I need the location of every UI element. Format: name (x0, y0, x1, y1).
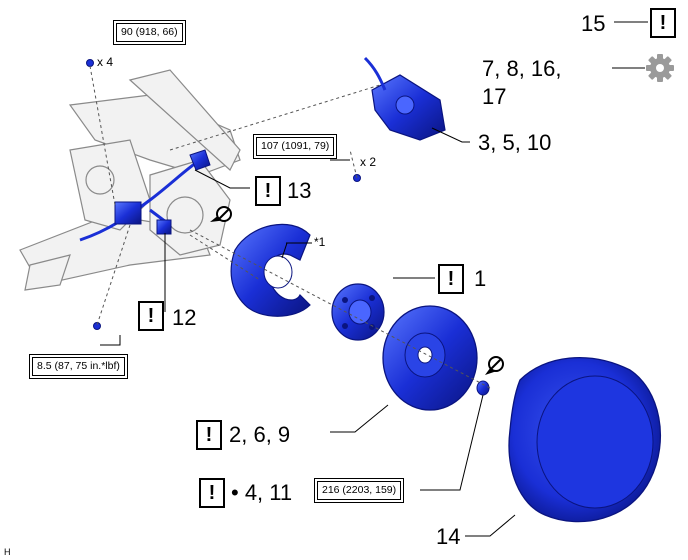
no-reuse-icon (485, 356, 504, 375)
warning-box-icon: ! (199, 478, 225, 508)
warning-box-icon: ! (255, 176, 281, 206)
speed-sensor (156, 219, 172, 235)
gear-icon (646, 54, 674, 82)
torque-spec-216: 216 (2203, 159) (314, 478, 405, 503)
callout-12: 12 (172, 305, 197, 330)
sensor-connector (114, 201, 142, 225)
rear-axle-hub (331, 283, 385, 341)
callout-4-11: • 4, 11 (231, 480, 293, 505)
harness-clamp (189, 149, 211, 171)
torque-spec-90: 90 (918, 66) (113, 20, 186, 45)
quantity-x2: x 2 (360, 155, 377, 169)
disc-brake-dust-cover (230, 223, 311, 317)
callout-14: 14 (436, 524, 461, 549)
hub-nut (476, 380, 490, 396)
warning-box-icon: ! (138, 301, 164, 331)
warning-box-icon: ! (650, 8, 676, 38)
assembly-lines (89, 65, 491, 389)
torque-spec-107: 107 (1091, 79) (253, 134, 338, 159)
callout-7-8-16: 7, 8, 16, (482, 56, 562, 81)
brake-disc (382, 305, 478, 411)
leader-lines (100, 21, 648, 537)
callout-3-5-10: 3, 5, 10 (478, 130, 552, 155)
no-reuse-icon (210, 206, 232, 222)
callout-2-6-9: 2, 6, 9 (229, 422, 291, 447)
rear-wheel (508, 357, 662, 523)
callout-13: 13 (287, 178, 312, 203)
warning-box-icon: ! (196, 420, 222, 450)
brake-caliper (363, 56, 446, 141)
callout-1: 1 (474, 266, 487, 291)
callout-15: 15 (581, 11, 606, 36)
corner-marker: H (4, 547, 11, 557)
callout-17: 17 (482, 84, 507, 109)
quantity-x4: x 4 (97, 55, 114, 69)
warning-box-icon: ! (438, 264, 464, 294)
part-marker-star1: *1 (314, 235, 326, 249)
torque-spec-8-5: 8.5 (87, 75 in.*lbf) (29, 354, 128, 379)
suspension-assembly (19, 69, 241, 291)
caliper-bracket-bolt (86, 59, 94, 67)
sensor-bolt (93, 322, 101, 330)
